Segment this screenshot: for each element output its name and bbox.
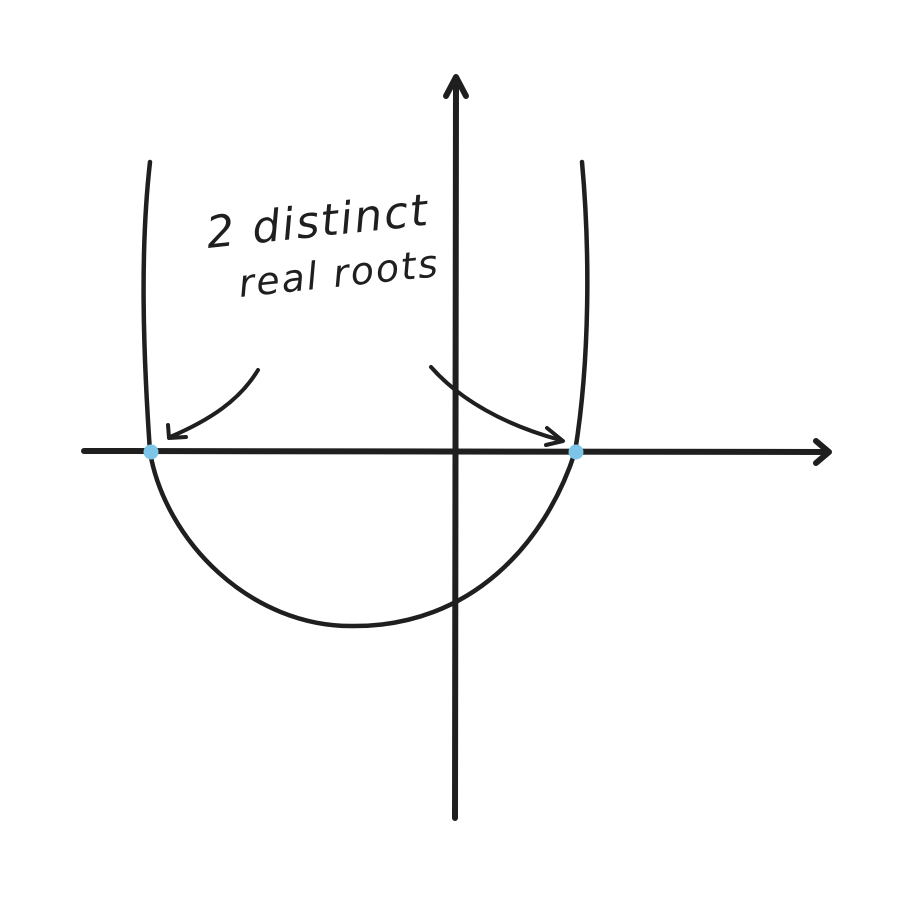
left-root-marker [143, 444, 159, 460]
parabola-curve [141, 159, 590, 629]
left-root-arrowhead-icon [166, 423, 188, 440]
y-axis [452, 77, 460, 821]
y-axis-arrowhead-icon [443, 74, 469, 99]
right-root-arrowhead-icon [544, 426, 565, 447]
x-axis-arrowhead-icon [813, 438, 832, 466]
left-root-arrow [168, 368, 260, 439]
right-root-arrow [429, 365, 562, 442]
right-root-marker [568, 444, 584, 460]
